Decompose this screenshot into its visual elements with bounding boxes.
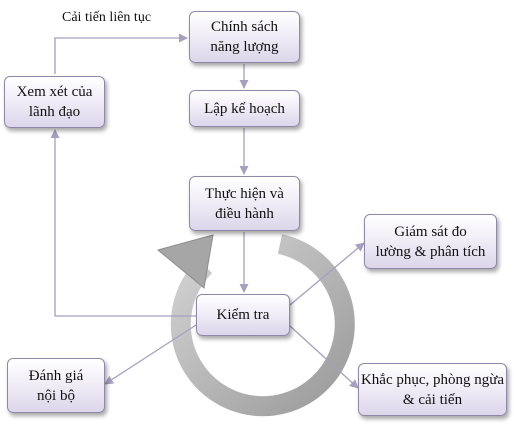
checking-label: Kiểm tra xyxy=(216,307,270,323)
management-review-label: Xem xét của lãnh đạo xyxy=(16,84,93,120)
planning-box: Lập kế hoạch xyxy=(189,90,300,127)
implementation-label: Thực hiện và điều hành xyxy=(205,185,284,222)
energy-policy-label: Chính sách năng lượng xyxy=(210,19,279,55)
checking-box: Kiểm tra xyxy=(196,294,290,336)
implementation-box: Thực hiện và điều hành xyxy=(189,176,300,231)
continual-improvement-label: Cải tiến liên tục xyxy=(62,10,152,25)
planning-label: Lập kế hoạch xyxy=(204,100,285,117)
corrective-action-label: Khắc phục, phòng ngừa & cải tiến xyxy=(360,371,505,408)
energy-policy-box: Chính sách năng lượng xyxy=(189,11,300,63)
internal-audit-label: Đánh giá nội bộ xyxy=(28,367,84,404)
management-review-box: Xem xét của lãnh đạo xyxy=(4,76,105,128)
monitoring-box: Giám sát đo lường & phân tích xyxy=(364,214,497,269)
internal-audit-box: Đánh giá nội bộ xyxy=(7,358,105,413)
monitoring-label: Giám sát đo lường & phân tích xyxy=(375,223,486,260)
corrective-action-box: Khắc phục, phòng ngừa & cải tiến xyxy=(358,363,507,416)
